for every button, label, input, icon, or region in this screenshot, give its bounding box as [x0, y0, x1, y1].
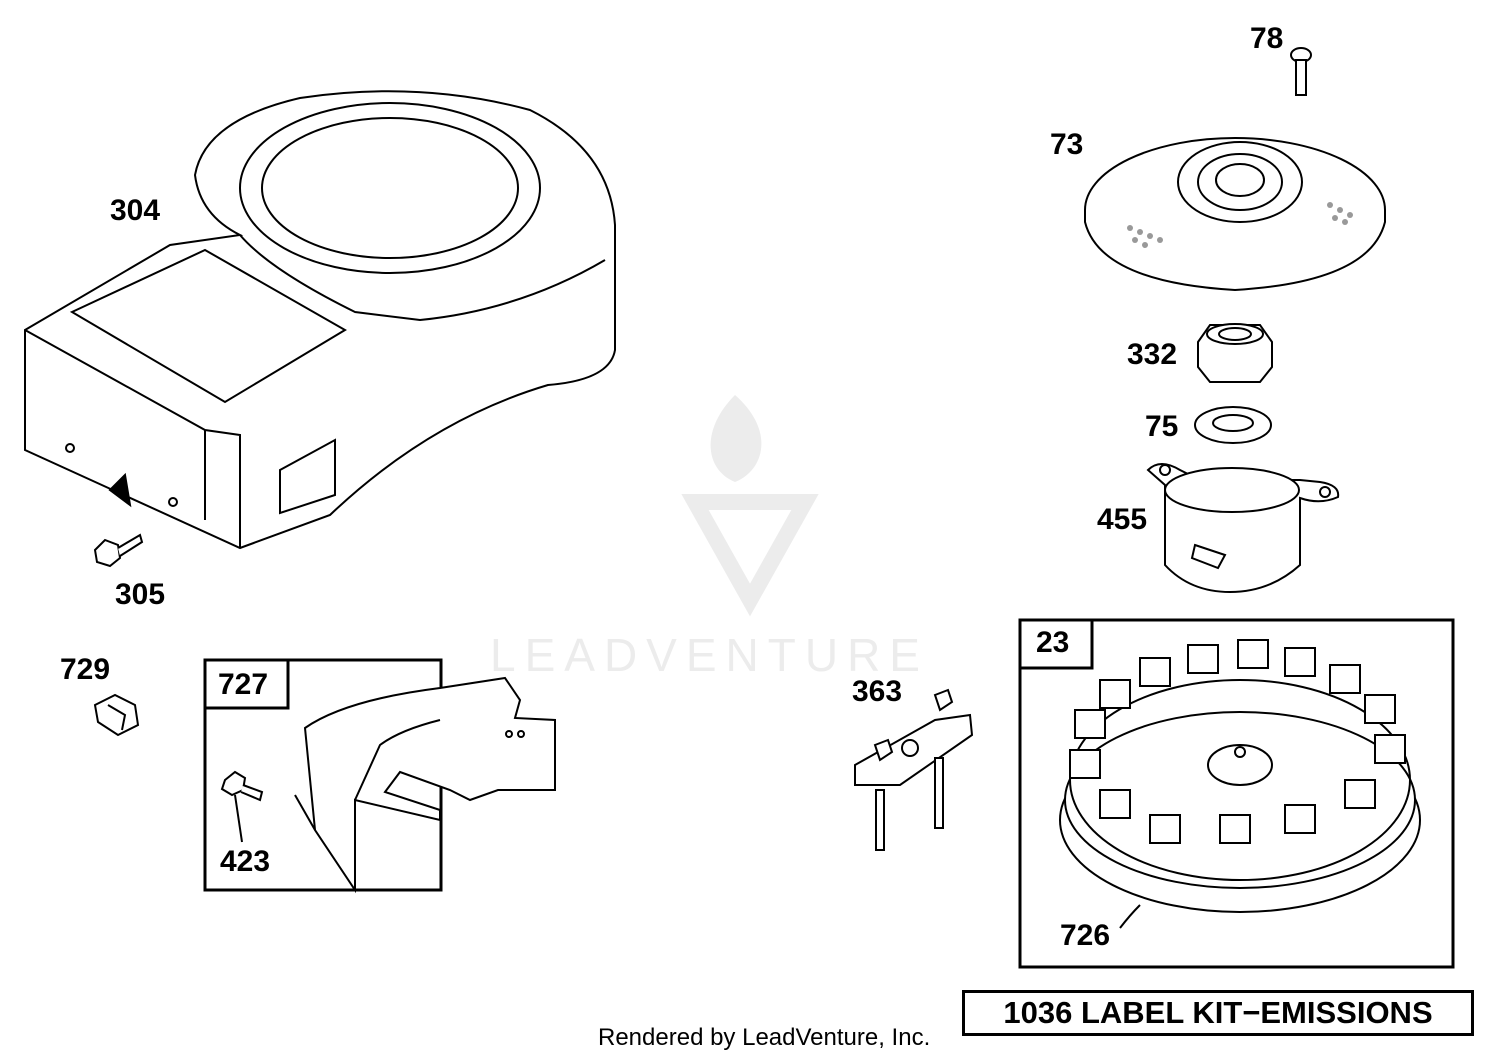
screw-423: [220, 770, 264, 802]
callout-727: 727: [218, 668, 269, 701]
flywheel-726: [1059, 639, 1421, 913]
callout-423: 423: [220, 845, 271, 878]
footer-credit: Rendered by LeadVenture, Inc.: [598, 1024, 931, 1051]
clip-729: [93, 693, 140, 737]
callout-332: 332: [1127, 338, 1178, 371]
callout-78: 78: [1250, 22, 1284, 55]
callout-23: 23: [1036, 626, 1070, 659]
callout-729: 729: [60, 653, 111, 686]
box-727-tag: [203, 658, 290, 710]
screen-73: [1084, 137, 1386, 292]
nut-332: [1197, 323, 1273, 383]
box-23-tag: [1018, 618, 1094, 670]
callout-726: 726: [1060, 919, 1111, 952]
callout-363: 363: [852, 675, 903, 708]
callout-73: 73: [1050, 128, 1084, 161]
cup-455: [1146, 463, 1340, 594]
callout-304: 304: [110, 194, 161, 227]
baffle-727: [294, 676, 556, 894]
callout-455: 455: [1097, 503, 1148, 536]
screw-305: [93, 533, 144, 568]
screw-78: [1290, 47, 1312, 96]
callout-75: 75: [1145, 410, 1179, 443]
label-kit-box: 1036 LABEL KIT−EMISSIONS: [962, 990, 1474, 1036]
leader-726: [1119, 904, 1141, 929]
watermark-brand-text: LEADVENTURE: [490, 629, 929, 681]
leadventure-watermark-logo: [681, 395, 819, 617]
box-23: [1018, 618, 1455, 969]
leader-423: [234, 794, 243, 843]
bracket-363: [854, 688, 974, 851]
washer-75: [1194, 406, 1272, 444]
blower-housing-304: [24, 90, 616, 550]
callout-305: 305: [115, 578, 166, 611]
